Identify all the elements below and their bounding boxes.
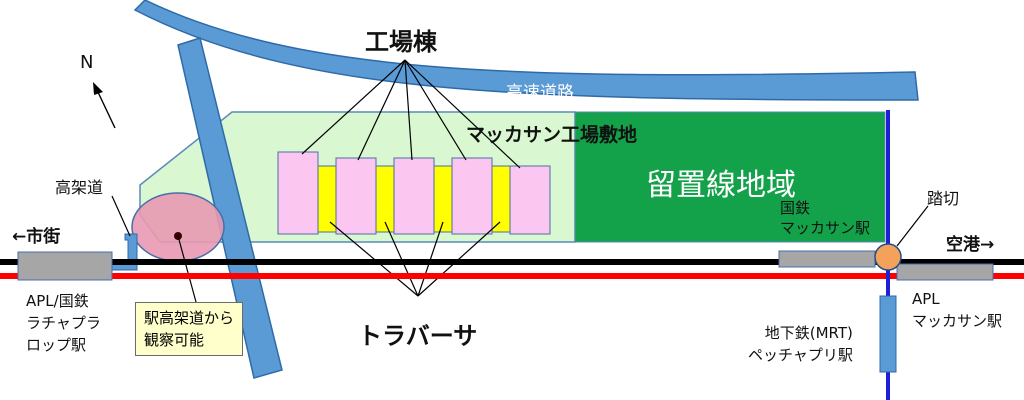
storage-area-label: 留置線地域 <box>646 168 796 203</box>
elevated-road-label: 高架道 <box>55 178 104 197</box>
apl-makkasan-station-label: APL マッカサン駅 <box>912 290 1003 330</box>
observation-callout-line <box>177 235 197 303</box>
to-city-label: ←市街 <box>12 227 61 247</box>
traverser-strip <box>491 165 511 233</box>
storage-track-area <box>574 111 886 243</box>
apl-makkasan-station-block <box>896 263 994 281</box>
level-crossing-label: 踏切 <box>927 189 960 208</box>
level-crossing-callout-line <box>896 205 929 247</box>
mrt-phetchaburi-station-block <box>879 295 897 373</box>
srt-makkasan-station-label: 国鉄 マッカサン駅 <box>780 199 871 237</box>
north-label: N <box>80 52 94 73</box>
apl-ratchaprarop-station-block <box>17 251 113 281</box>
srt-makkasan-station-block <box>778 250 876 268</box>
traverser-label: トラバーサ <box>358 322 478 350</box>
factory-building <box>393 157 435 235</box>
factory-building <box>451 157 493 235</box>
observation-area-oval <box>131 192 225 262</box>
factory-building <box>277 151 319 235</box>
elevated-ramp-road <box>177 37 283 379</box>
apl-ratchaprarop-station-label: APL/国鉄 ラチャプラ ロップ駅 <box>26 292 101 354</box>
factory-site-label: マッカサン工場敷地 <box>466 124 638 146</box>
factory-building <box>509 165 551 235</box>
to-airport-label: 空港→ <box>946 235 995 255</box>
factory-buildings <box>277 151 551 235</box>
mrt-phetchaburi-station-label: 地下鉄(MRT) ペッチャプリ駅 <box>748 324 853 364</box>
factory-callout-lines <box>301 59 521 169</box>
factory-building <box>335 157 377 235</box>
observation-note: 駅高架道から 観察可能 <box>135 302 244 356</box>
traverser-strip <box>317 165 337 233</box>
factory-buildings-label: 工場棟 <box>365 28 437 56</box>
level-crossing-marker <box>874 243 902 271</box>
expressway-road <box>133 0 919 101</box>
north-arrow <box>93 82 116 129</box>
expressway-label: 高速道路 <box>506 83 574 103</box>
elevated-road-callout-line <box>111 195 131 237</box>
